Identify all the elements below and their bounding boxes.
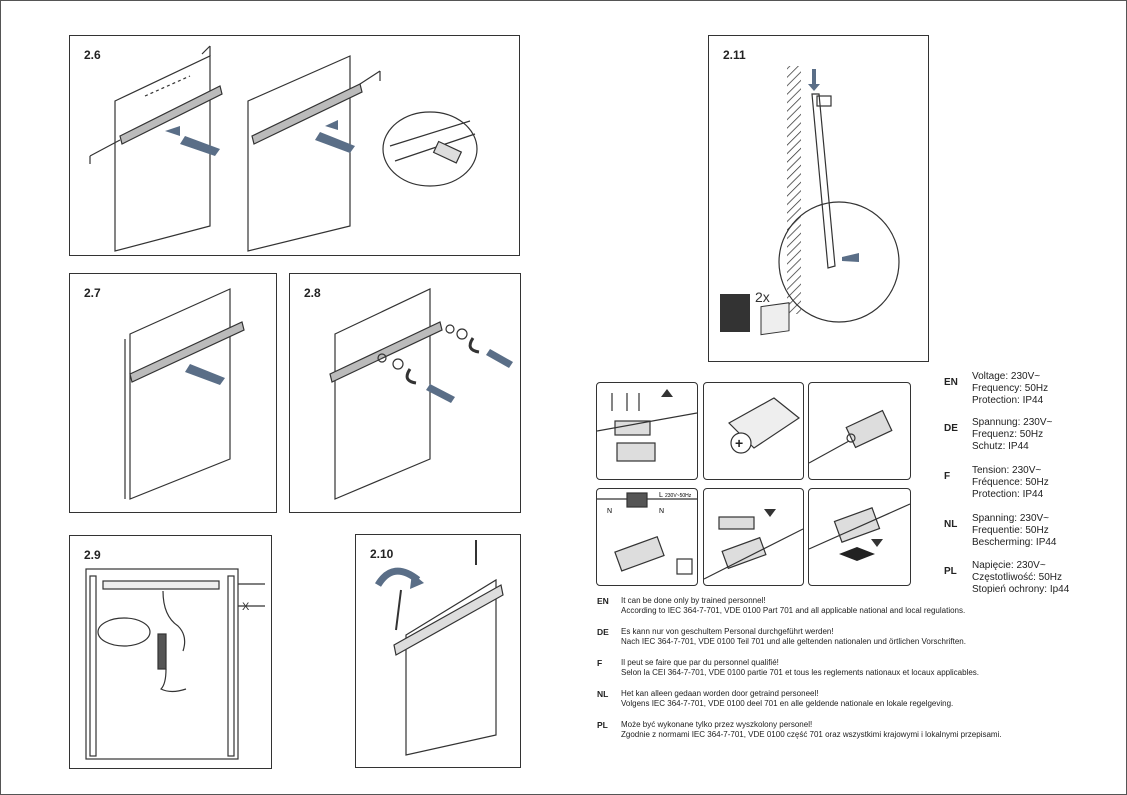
panel-2-6: 2.6: [69, 35, 520, 256]
panel-2-11: 2x 2.11: [708, 35, 929, 362]
warning-en: EN It can be done only by trained person…: [597, 596, 1097, 618]
panel-2-10: 2.10: [355, 534, 521, 768]
dimension-x-label: X: [242, 601, 250, 613]
step-6: [808, 488, 911, 586]
warning-nl: NL Het kan alleen gedaan worden door get…: [597, 689, 1097, 711]
spec-line: Napięcie: 230V~: [972, 560, 1046, 571]
step-2-illustration: +: [728, 397, 801, 454]
wall-hatch: [787, 66, 801, 314]
panel-2-6-label: 2.6: [84, 48, 101, 62]
spec-line: Frequenz: 50Hz: [972, 429, 1044, 440]
panel-2-7-illustration: [124, 288, 245, 500]
panel-2-11-illustration: 2x: [720, 66, 900, 336]
warning-pl: PL Może być wykonane tylko przez wyszkol…: [597, 720, 1097, 742]
panel-2-8-label: 2.8: [304, 286, 321, 300]
step-1-illustration: [597, 389, 697, 462]
spec-lang: NL: [944, 519, 958, 530]
spec-line: Spanning: 230V~: [972, 513, 1050, 524]
spec-line: Spannung: 230V~: [972, 417, 1053, 428]
spec-line: Protection: IP44: [972, 395, 1044, 406]
spec-line: Fréquence: 50Hz: [972, 477, 1049, 488]
adhesive-pad-icon: [720, 294, 750, 332]
panel-2-10-label: 2.10: [370, 547, 394, 561]
step-5-illustration: [704, 509, 803, 580]
warning-line: Il peut se faire que par du personnel qu…: [621, 658, 779, 667]
spec-lang: DE: [944, 423, 958, 434]
warning-line: Nach IEC 364-7-701, VDE 0100 Teil 701 un…: [621, 637, 966, 646]
warning-line: It can be done only by trained personnel…: [621, 596, 766, 605]
step-4-illustration: N L 230V~50Hz N: [597, 492, 697, 575]
warning-line: According to IEC 364-7-701, VDE 0100 Par…: [621, 606, 966, 615]
spec-line: Częstotliwość: 50Hz: [972, 572, 1063, 583]
spec-line: Frequency: 50Hz: [972, 383, 1049, 394]
step-6-illustration: [809, 503, 910, 561]
step-1: [596, 382, 698, 480]
quantity-label: 2x: [755, 289, 770, 305]
warning-line: Zgodnie z normami IEC 364-7-701, VDE 010…: [621, 730, 1002, 739]
step-4: N L 230V~50Hz N: [596, 488, 698, 586]
step-3-illustration: [809, 409, 893, 464]
step-3: [808, 382, 911, 480]
spec-line: Schutz: IP44: [972, 441, 1029, 452]
spec-line: Bescherming: IP44: [972, 537, 1057, 548]
warning-line: Może być wykonane tylko przez wyszkolony…: [621, 720, 813, 729]
screw-plus-icon: +: [735, 435, 743, 451]
panel-2-9: X 2.9: [69, 535, 272, 769]
panel-2-8-illustration: [329, 288, 513, 500]
warning-lang: EN: [597, 596, 609, 606]
panel-2-11-label: 2.11: [723, 48, 746, 62]
spec-lang: PL: [944, 566, 957, 577]
panel-2-9-illustration: X: [85, 568, 265, 760]
warning-line: Volgens IEC 364-7-701, VDE 0100 deel 701…: [621, 699, 954, 708]
panel-2-9-label: 2.9: [84, 548, 101, 562]
step-2: +: [703, 382, 804, 480]
warning-line: Het kan alleen gedaan worden door getrai…: [621, 689, 819, 698]
panel-2-10-illustration: [374, 540, 504, 756]
wire-n-label: N: [607, 508, 612, 515]
spec-line: Protection: IP44: [972, 489, 1044, 500]
spec-lang: F: [944, 471, 951, 482]
spec-lang: EN: [944, 377, 958, 388]
warning-line: Es kann nur von geschultem Personal durc…: [621, 627, 834, 636]
wire-supply-label: 230V~50Hz: [665, 493, 692, 499]
panel-2-6-illustration: [89, 45, 478, 252]
wire-l-label: L: [659, 492, 663, 499]
panel-2-8: 2.8: [289, 273, 521, 513]
warning-f: F Il peut se faire que par du personnel …: [597, 658, 1097, 680]
spec-line: Frequentie: 50Hz: [972, 525, 1049, 536]
spacer-pad-icon: [760, 302, 790, 336]
panel-2-7: 2.7: [69, 273, 277, 513]
warning-de: DE Es kann nur von geschultem Personal d…: [597, 627, 1097, 649]
wire-n2-label: N: [659, 508, 664, 515]
warning-lang: DE: [597, 627, 609, 637]
spec-line: Voltage: 230V~: [972, 371, 1041, 382]
warning-lang: NL: [597, 689, 609, 699]
spec-line: Tension: 230V~: [972, 465, 1042, 476]
panel-2-7-label: 2.7: [84, 286, 101, 300]
warning-lang: F: [597, 658, 603, 668]
spec-line: Stopień ochrony: Ip44: [972, 584, 1070, 595]
warning-line: Selon la CEI 364-7-701, VDE 0100 partie …: [621, 668, 979, 677]
warning-lang: PL: [597, 720, 608, 730]
step-5: [703, 488, 804, 586]
